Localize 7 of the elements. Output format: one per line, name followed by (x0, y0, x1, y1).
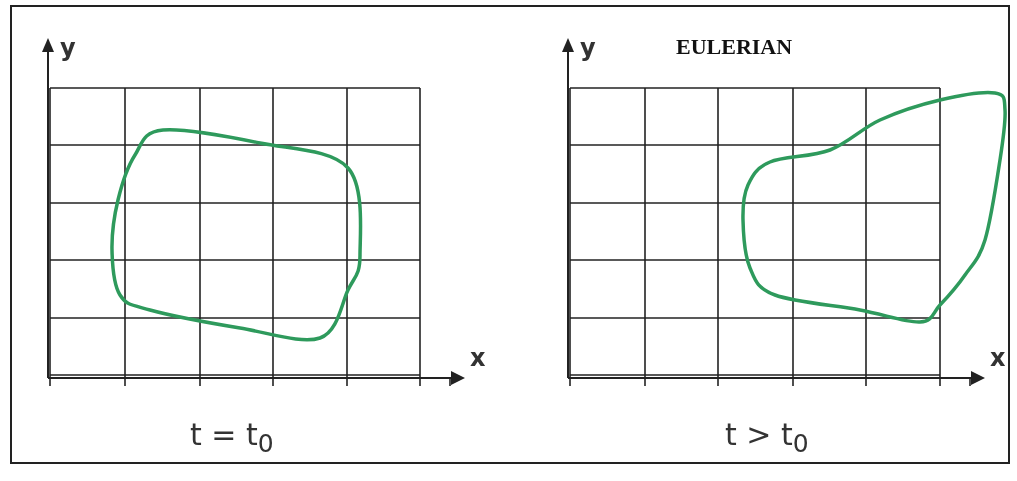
axis-label: y (60, 36, 76, 60)
time-label: t = t$_{0}$ (190, 420, 274, 456)
axis-label: x (470, 346, 486, 370)
axis-label: x (990, 346, 1006, 370)
diagram-title: EULERIAN (676, 34, 793, 60)
axis-label: y (580, 36, 596, 60)
time-label: t > t$_{0}$ (725, 420, 809, 456)
